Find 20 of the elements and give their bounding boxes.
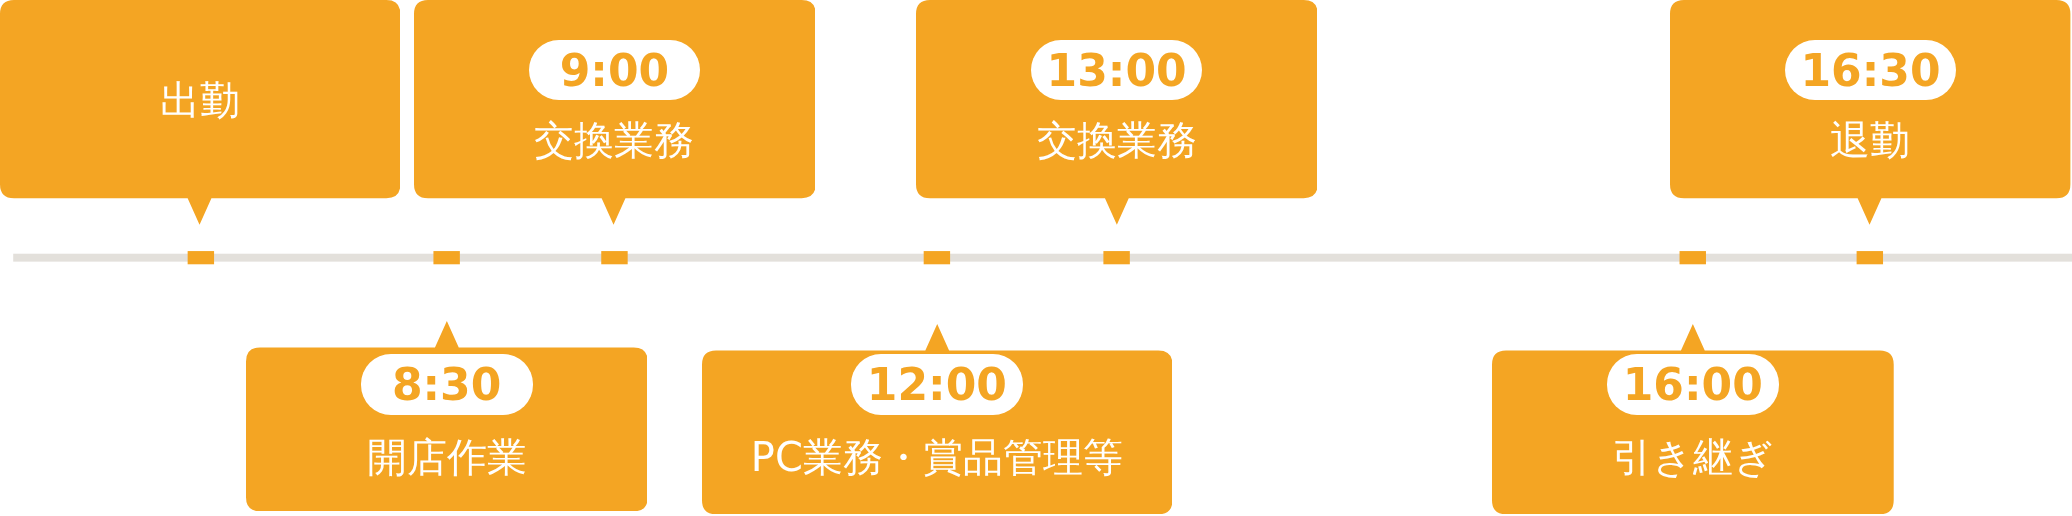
task-label: PC業務・賞品管理等 (749, 432, 1124, 482)
task-label: 交換業務 (533, 115, 696, 165)
task-label: 開店作業 (365, 432, 528, 482)
callout-box (915, 0, 1318, 225)
callout-box (1491, 323, 1894, 515)
callout-box (0, 0, 401, 225)
time-pill: 16:00 (1606, 354, 1779, 415)
task-label: 引き継ぎ (1610, 432, 1775, 482)
callout-box (701, 323, 1173, 515)
task-label: 出勤 (159, 76, 242, 126)
callout-box (413, 0, 816, 225)
task-label: 退勤 (1829, 115, 1912, 165)
time-pill: 13:00 (1030, 39, 1203, 101)
time-pill: 12:00 (851, 354, 1023, 415)
task-label: 交換業務 (1035, 115, 1198, 165)
callout-box (245, 321, 648, 512)
time-pill: 16:30 (1784, 39, 1957, 101)
time-pill: 9:00 (528, 39, 701, 101)
time-pill: 8:30 (360, 354, 533, 415)
callout-box (1670, 0, 2071, 225)
